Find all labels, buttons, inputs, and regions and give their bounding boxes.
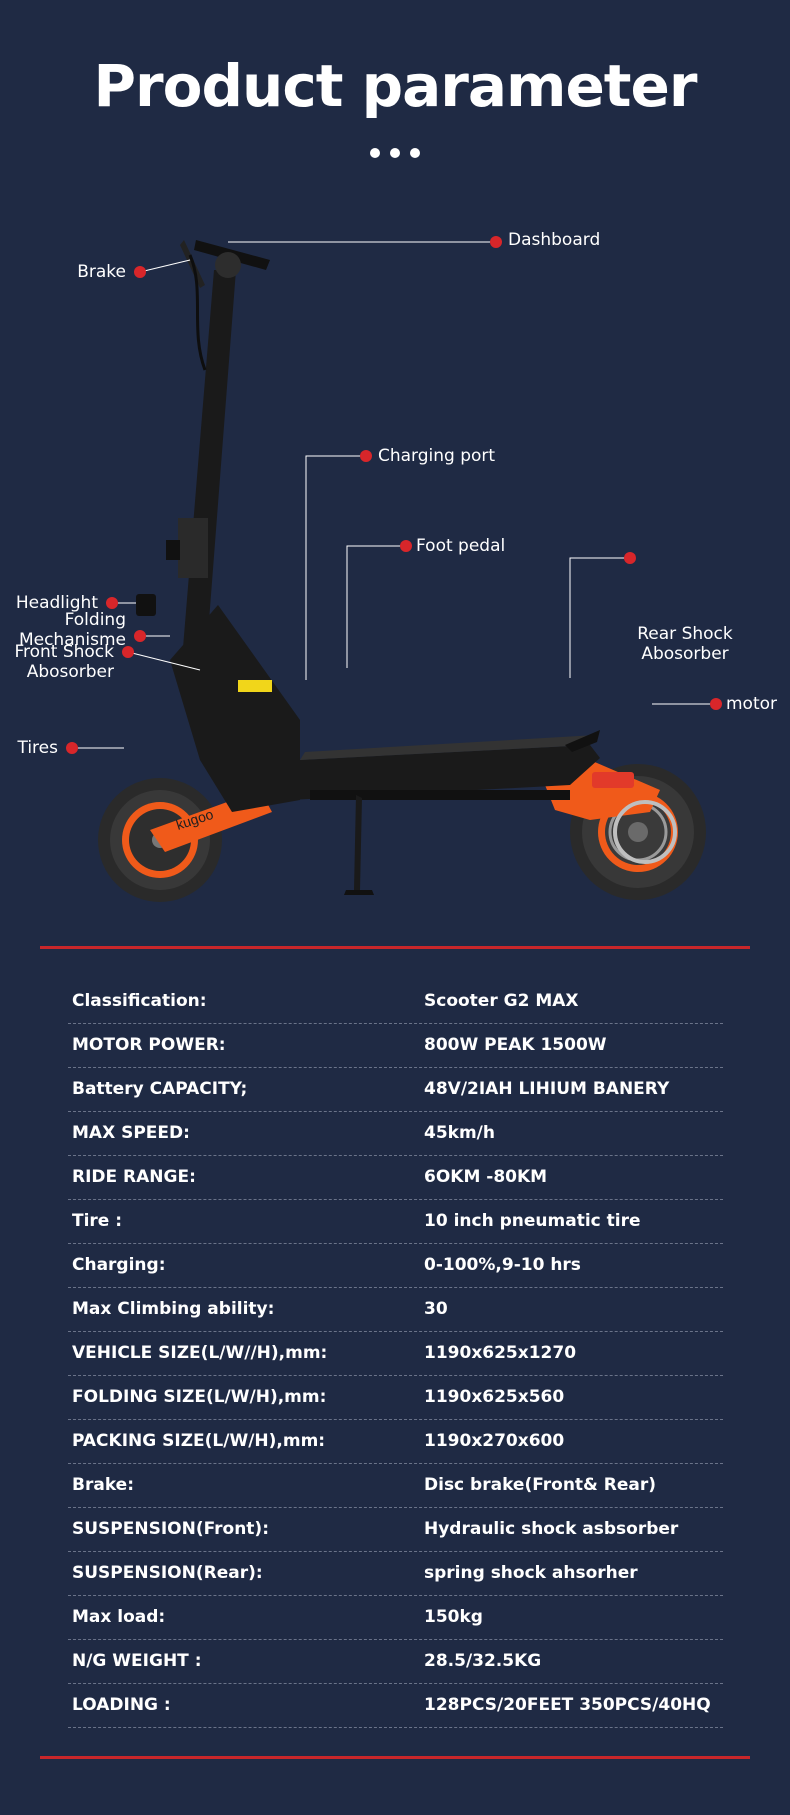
spec-value: 45km/h — [424, 1123, 495, 1143]
spec-key: SUSPENSION(Rear): — [72, 1563, 263, 1583]
spec-key: Classification: — [72, 991, 207, 1011]
callout-rear-shock-line2: Abosorber — [641, 644, 729, 664]
scooter-diagram: kugoo — [0, 200, 790, 920]
spec-key: RIDE RANGE: — [72, 1167, 196, 1187]
section-divider-bottom — [40, 1756, 750, 1759]
spec-key: Charging: — [72, 1255, 166, 1275]
spec-row: LOADING : 128PCS/20FEET 350PCS/40HQ — [68, 1684, 723, 1728]
spec-row: SUSPENSION(Rear): spring shock ahsorher — [68, 1552, 723, 1596]
callout-rear-shock: Rear Shock Abosorber — [630, 624, 740, 664]
spec-row: Charging: 0-100%,9-10 hrs — [68, 1244, 723, 1288]
callout-folding-line1: Folding — [64, 610, 126, 630]
page-title: Product parameter — [93, 52, 698, 120]
spec-row: RIDE RANGE: 6OKM -80KM — [68, 1156, 723, 1200]
callout-folding-line2: Mechanisme — [18, 630, 126, 650]
spec-value: Scooter G2 MAX — [424, 991, 579, 1011]
callout-front-shock-line1: Front Shock — [14, 642, 114, 662]
spec-value: 1190x625x1270 — [424, 1343, 577, 1363]
spec-row: MOTOR POWER: 800W PEAK 1500W — [68, 1024, 723, 1068]
section-divider-top — [40, 946, 750, 949]
spec-key: MOTOR POWER: — [72, 1035, 226, 1055]
spec-value: 28.5/32.5KG — [424, 1651, 542, 1671]
callout-foot-pedal: Foot pedal — [416, 536, 506, 556]
callout-tires: Tires — [17, 738, 58, 758]
spec-key: MAX SPEED: — [72, 1123, 190, 1143]
callout-brake: Brake — [77, 262, 126, 282]
spec-key: Battery CAPACITY; — [72, 1079, 248, 1099]
spec-value: 0-100%,9-10 hrs — [424, 1255, 581, 1275]
spec-key: Tire : — [72, 1211, 123, 1231]
spec-row: Tire : 10 inch pneumatic tire — [68, 1200, 723, 1244]
spec-value: 48V/2IAH LIHIUM BANERY — [424, 1079, 670, 1099]
spec-value: spring shock ahsorher — [424, 1563, 638, 1583]
spec-value: 1190x270x600 — [424, 1431, 565, 1451]
spec-table: Classification: Scooter G2 MAX MOTOR POWER… — [68, 980, 723, 1728]
spec-row: MAX SPEED: 45km/h — [68, 1112, 723, 1156]
callout-folding: Folding Mechanisme — [0, 610, 126, 650]
spec-value: 10 inch pneumatic tire — [424, 1211, 641, 1231]
spec-value: Disc brake(Front& Rear) — [424, 1475, 657, 1495]
spec-key: PACKING SIZE(L/W/H),mm: — [72, 1431, 326, 1451]
callout-motor: motor — [726, 694, 778, 714]
title-dots — [370, 148, 420, 160]
spec-key: Max Climbing ability: — [72, 1299, 275, 1319]
spec-row: N/G WEIGHT : 28.5/32.5KG — [68, 1640, 723, 1684]
callout-charging-port: Charging port — [378, 446, 496, 466]
spec-row: FOLDING SIZE(L/W/H),mm: 1190x625x560 — [68, 1376, 723, 1420]
spec-key: N/G WEIGHT : — [72, 1651, 202, 1671]
callout-dashboard: Dashboard — [508, 230, 601, 250]
spec-key: Max load: — [72, 1607, 166, 1627]
spec-key: SUSPENSION(Front): — [72, 1519, 269, 1539]
spec-value: 128PCS/20FEET 350PCS/40HQ — [424, 1695, 711, 1715]
spec-row: Max load: 150kg — [68, 1596, 723, 1640]
spec-row: VEHICLE SIZE(L/W//H),mm: 1190x625x1270 — [68, 1332, 723, 1376]
callout-front-shock: Front Shock Abosorber — [0, 642, 114, 682]
spec-key: Brake: — [72, 1475, 134, 1495]
scooter-illustration: kugoo — [66, 236, 722, 902]
spec-row: Brake: Disc brake(Front& Rear) — [68, 1464, 723, 1508]
spec-value: 800W PEAK 1500W — [424, 1035, 607, 1055]
spec-row: SUSPENSION(Front): Hydraulic shock asbsor… — [68, 1508, 723, 1552]
callout-front-shock-line2: Abosorber — [26, 662, 114, 682]
spec-row: Max Climbing ability: 30 — [68, 1288, 723, 1332]
spec-row: PACKING SIZE(L/W/H),mm: 1190x270x600 — [68, 1420, 723, 1464]
spec-key: FOLDING SIZE(L/W/H),mm: — [72, 1387, 327, 1407]
spec-key: LOADING : — [72, 1695, 171, 1715]
spec-value: 6OKM -80KM — [424, 1167, 548, 1187]
spec-row: Battery CAPACITY; 48V/2IAH LIHIUM BANERY — [68, 1068, 723, 1112]
spec-key: VEHICLE SIZE(L/W//H),mm: — [72, 1343, 328, 1363]
spec-row: Classification: Scooter G2 MAX — [68, 980, 723, 1024]
spec-value: 150kg — [424, 1607, 483, 1627]
spec-value: 1190x625x560 — [424, 1387, 565, 1407]
spec-value: Hydraulic shock asbsorber — [424, 1519, 679, 1539]
callout-rear-shock-line1: Rear Shock — [637, 624, 733, 644]
callout-headlight: Headlight — [15, 593, 98, 613]
spec-value: 30 — [424, 1299, 448, 1319]
